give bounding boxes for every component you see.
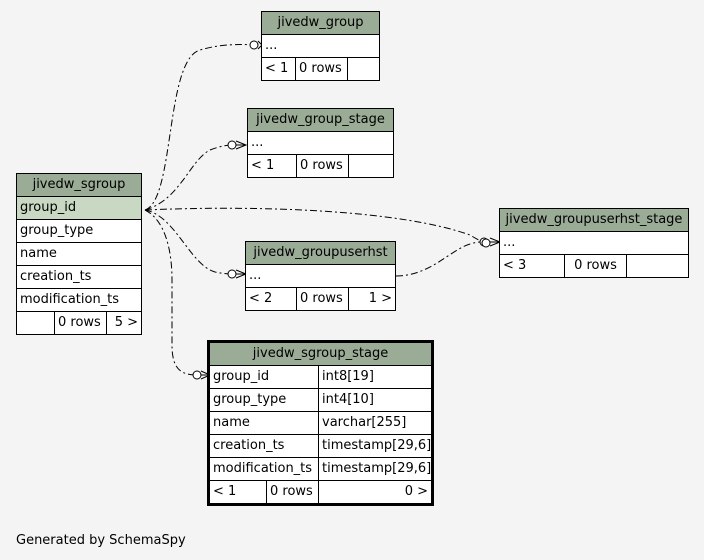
stats-row: < 3 0 rows	[500, 255, 688, 277]
table-title[interactable]: jivedw_groupuserhst_stage	[500, 209, 688, 232]
column-name: group_type	[213, 392, 287, 407]
zero-marker	[249, 40, 259, 50]
generated-by-label: Generated by SchemaSpy	[16, 533, 186, 548]
table-title[interactable]: jivedw_group	[262, 12, 379, 35]
crow-foot	[235, 140, 248, 150]
column-name: modification_ts	[213, 461, 313, 476]
column-name: creation_ts	[20, 269, 92, 284]
placeholder-text: ...	[249, 268, 262, 283]
column-type: varchar[255]	[318, 412, 431, 434]
zero-marker	[481, 238, 491, 248]
parent-count	[17, 312, 54, 334]
child-count	[347, 58, 379, 80]
child-count: 5 >	[106, 312, 141, 334]
table-title[interactable]: jivedw_group_stage	[248, 109, 393, 132]
table-jivedw-group-stage[interactable]: jivedw_group_stage ... < 1 0 rows	[247, 108, 394, 178]
table-jivedw-sgroup-stage[interactable]: jivedw_sgroup_stage group_id int8[19] gr…	[207, 340, 434, 506]
parent-count: < 3	[503, 258, 527, 273]
table-title[interactable]: jivedw_sgroup_stage	[210, 343, 431, 366]
column-name: name	[213, 415, 250, 430]
edge-sgroup-to-groupuserhst-stage	[144, 207, 483, 242]
column-row[interactable]: creation_ts	[17, 266, 141, 289]
row-count: 0 rows	[266, 481, 318, 503]
zero-marker	[227, 140, 237, 150]
placeholder-row: ...	[262, 35, 379, 58]
table-jivedw-sgroup[interactable]: jivedw_sgroup group_id group_type name c…	[16, 173, 142, 335]
column-row[interactable]: name varchar[255]	[210, 412, 431, 435]
edge-sgroup-to-group	[144, 44, 255, 211]
column-type: timestamp[29,6]	[318, 458, 431, 480]
zero-marker	[192, 370, 202, 380]
stats-row: < 2 0 rows 1 >	[246, 288, 395, 310]
column-name: group_id	[213, 369, 270, 384]
parent-count: < 2	[249, 291, 273, 306]
stats-row: < 1 0 rows 0 >	[210, 481, 431, 503]
placeholder-text: ...	[251, 135, 264, 150]
edge-sgroup-to-sgroup-stage	[144, 209, 195, 376]
column-type: int4[10]	[318, 389, 431, 411]
child-count: 0 >	[318, 481, 431, 503]
placeholder-row: ...	[246, 265, 395, 288]
column-name: modification_ts	[20, 292, 120, 307]
column-name: creation_ts	[213, 438, 285, 453]
table-jivedw-groupuserhst-stage[interactable]: jivedw_groupuserhst_stage ... < 3 0 rows	[499, 208, 689, 278]
column-row[interactable]: modification_ts timestamp[29,6]	[210, 458, 431, 481]
edge-sgroup-to-groupuserhst	[144, 209, 233, 275]
stats-row: 0 rows 5 >	[17, 312, 141, 334]
table-jivedw-groupuserhst[interactable]: jivedw_groupuserhst ... < 2 0 rows 1 >	[245, 241, 396, 311]
table-title[interactable]: jivedw_sgroup	[17, 174, 141, 197]
column-row[interactable]: name	[17, 243, 141, 266]
stats-row: < 1 0 rows	[262, 58, 379, 80]
parent-count: < 1	[213, 484, 237, 499]
child-count: 1 >	[348, 288, 395, 310]
column-name: name	[20, 246, 57, 261]
row-count: 0 rows	[564, 255, 626, 277]
table-title[interactable]: jivedw_groupuserhst	[246, 242, 395, 265]
row-count: 0 rows	[295, 58, 347, 80]
placeholder-row: ...	[248, 132, 393, 155]
column-row[interactable]: group_type	[17, 220, 141, 243]
edge-groupuserhst-to-groupuserhst-stage	[395, 241, 483, 277]
parent-count: < 1	[265, 61, 289, 76]
column-row[interactable]: group_type int4[10]	[210, 389, 431, 412]
row-count: 0 rows	[296, 288, 348, 310]
column-type: int8[19]	[318, 366, 431, 388]
child-count	[626, 255, 688, 277]
column-type: timestamp[29,6]	[318, 435, 431, 457]
row-count: 0 rows	[296, 155, 348, 177]
child-count	[348, 155, 393, 177]
column-row[interactable]: group_id	[17, 197, 141, 220]
row-count: 0 rows	[54, 312, 106, 334]
table-jivedw-group[interactable]: jivedw_group ... < 1 0 rows	[261, 11, 380, 81]
parent-count: < 1	[251, 158, 275, 173]
column-name: group_id	[20, 200, 77, 215]
edge-sgroup-to-group-stage	[144, 144, 233, 211]
column-row[interactable]: group_id int8[19]	[210, 366, 431, 389]
column-name: group_type	[20, 223, 94, 238]
column-row[interactable]: modification_ts	[17, 289, 141, 312]
stats-row: < 1 0 rows	[248, 155, 393, 177]
placeholder-text: ...	[265, 38, 278, 53]
placeholder-text: ...	[503, 235, 516, 250]
placeholder-row: ...	[500, 232, 688, 255]
zero-marker	[227, 269, 237, 279]
column-row[interactable]: creation_ts timestamp[29,6]	[210, 435, 431, 458]
